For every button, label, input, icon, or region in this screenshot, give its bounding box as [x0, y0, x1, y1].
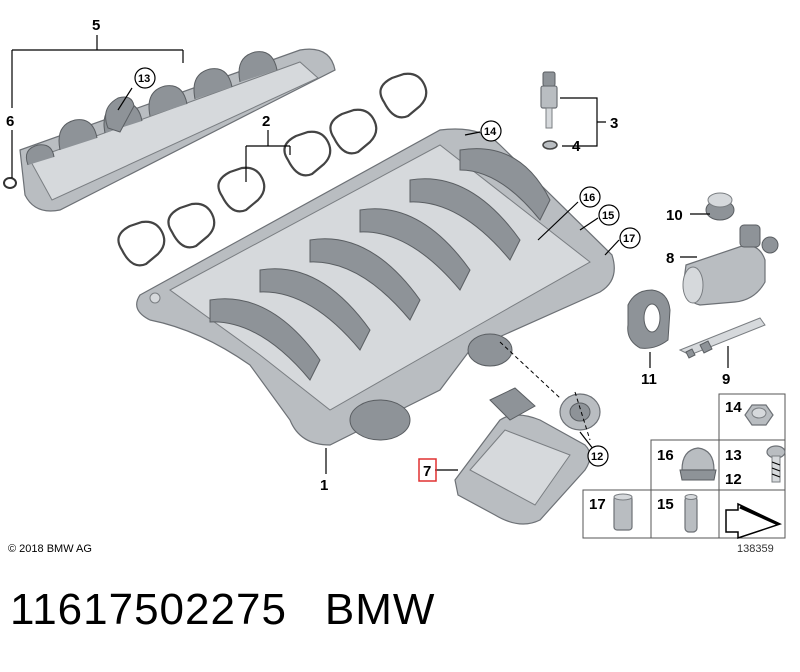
sleeve-icon: [613, 493, 633, 531]
callout-3: 3: [610, 115, 618, 132]
legend-cell-13: 13: [725, 447, 742, 464]
copyright-text: © 2018 BMW AG: [8, 543, 92, 555]
callout-labels: 5 6 2 3 4 10 8 11 9 1 13 14 16 15 17 12 …: [6, 17, 730, 494]
part-caption: 11617502275 BMW: [10, 585, 473, 635]
arrow-icon: [725, 502, 783, 540]
callout-5: 5: [92, 17, 100, 34]
callout-12: 12: [591, 451, 603, 463]
callout-11: 11: [641, 371, 657, 388]
part-3-sensor: [540, 71, 558, 129]
hex-nut-icon: [744, 404, 774, 426]
leader-lines: [11, 35, 729, 474]
cap-nut-icon: [679, 447, 717, 481]
callout-6: 6: [6, 113, 14, 130]
part-10-seal: [705, 192, 735, 221]
callout-13: 13: [138, 73, 150, 85]
callout-8: 8: [666, 250, 674, 267]
callout-10: 10: [666, 207, 683, 224]
part-11-grommet: [627, 289, 671, 349]
callout-4: 4: [572, 138, 581, 155]
part-9-bracket: [678, 317, 766, 359]
callout-9: 9: [722, 371, 730, 388]
legend-cell-15: 15: [657, 496, 674, 513]
callout-1: 1: [320, 477, 328, 494]
part-1-intake-manifold: [136, 128, 615, 446]
callout-7-highlight: [418, 458, 437, 482]
callout-15: 15: [602, 210, 614, 222]
callout-16: 16: [583, 192, 595, 204]
part-4-washer: [542, 140, 558, 150]
legend-cell-16: 16: [657, 447, 674, 464]
part-7-actuator: [454, 387, 601, 525]
callout-14: 14: [484, 126, 497, 138]
callout-7: 7: [423, 463, 431, 480]
legend-cell-12: 12: [725, 471, 742, 488]
callout-17: 17: [623, 233, 635, 245]
legend-cell-14: 14: [725, 399, 742, 416]
part-number: 11617502275: [10, 585, 287, 634]
screw-icon: [766, 445, 786, 483]
legend-cell-17: 17: [589, 496, 606, 513]
brand-name: BMW: [324, 585, 436, 634]
diagram-reference-number: 138359: [737, 543, 774, 555]
pin-icon: [684, 494, 698, 533]
part-6-seal: [3, 177, 17, 189]
part-2-gaskets: [117, 72, 428, 267]
callout-2: 2: [262, 113, 270, 130]
part-5-rail: [19, 48, 336, 212]
legend-grid: 14 16 13 12 17 15: [582, 393, 786, 540]
part-8-valve: [682, 224, 779, 306]
